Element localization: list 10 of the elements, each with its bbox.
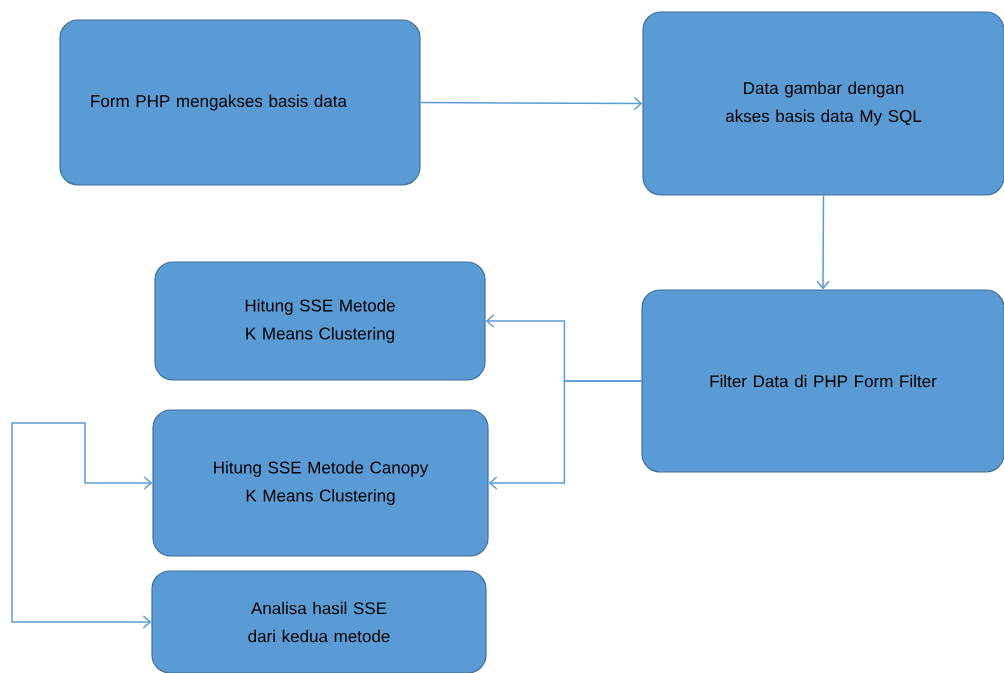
arrow (11, 422, 153, 629)
process-box: Filter Data di PHP Form Filter (641, 289, 1004, 473)
process-box: Analisa hasil SSE dari kedua metode (151, 570, 487, 673)
arrow (419, 96, 643, 111)
process-box: Data gambar dengan akses basis data My SQL (642, 11, 1004, 196)
process-box: Hitung SSE Metode K Means Clustering (154, 261, 486, 381)
process-box: Form PHP mengakses basis data (59, 19, 421, 186)
arrow (488, 380, 643, 490)
arrow (816, 194, 830, 290)
process-box: Hitung SSE Metode Canopy K Means Clustering (152, 409, 489, 557)
